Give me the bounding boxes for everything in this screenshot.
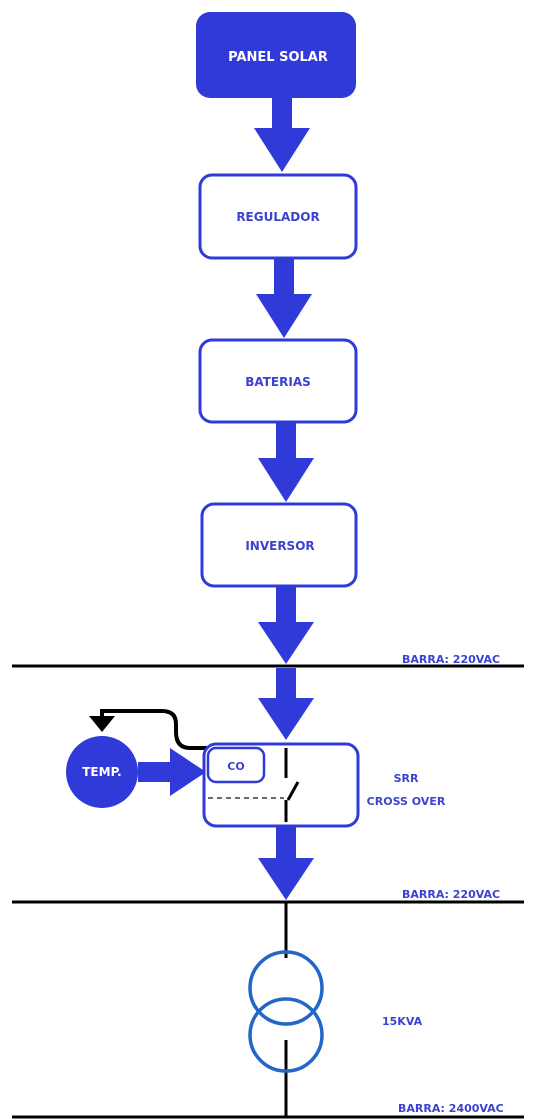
temp-sensor: TEMP. <box>66 736 138 808</box>
transformer-symbol <box>248 950 324 1073</box>
bus1-label: BARRA: 220VAC <box>402 653 500 666</box>
co-label: CO <box>227 760 244 773</box>
regulador-block: REGULADOR <box>198 173 358 260</box>
arrow-baterias-to-inversor <box>258 422 314 502</box>
bus3-label: BARRA: 2400VAC <box>398 1102 504 1115</box>
arrow-bus1-to-srr <box>258 668 314 740</box>
switch-blade <box>286 781 300 801</box>
srr-title-line1: SRR <box>394 772 419 785</box>
control-wire-arrowhead <box>89 716 115 732</box>
baterias-block: BATERIAS <box>198 338 358 424</box>
regulador-label: REGULADOR <box>236 210 319 224</box>
arrow-inversor-to-bus1 <box>258 586 314 664</box>
srr-title-line2: CROSS OVER <box>367 795 446 808</box>
baterias-label: BATERIAS <box>245 375 311 389</box>
control-wire <box>100 709 210 750</box>
co-box <box>206 746 266 784</box>
panel-solar-block: PANEL SOLAR <box>196 12 356 98</box>
arrow-panel-to-regulador <box>254 98 310 172</box>
bus2-label: BARRA: 220VAC <box>402 888 500 901</box>
arrow-regulador-to-baterias <box>256 258 312 338</box>
arrow-srr-to-bus2 <box>258 826 314 900</box>
transformer-label: 15KVA <box>382 1015 423 1028</box>
inversor-label: INVERSOR <box>245 539 314 553</box>
inversor-block: INVERSOR <box>200 502 358 588</box>
srr-block: CO <box>202 742 360 828</box>
panel-solar-label: PANEL SOLAR <box>228 50 328 65</box>
temp-label: TEMP. <box>82 765 121 779</box>
arrow-temp-to-srr <box>138 748 206 796</box>
